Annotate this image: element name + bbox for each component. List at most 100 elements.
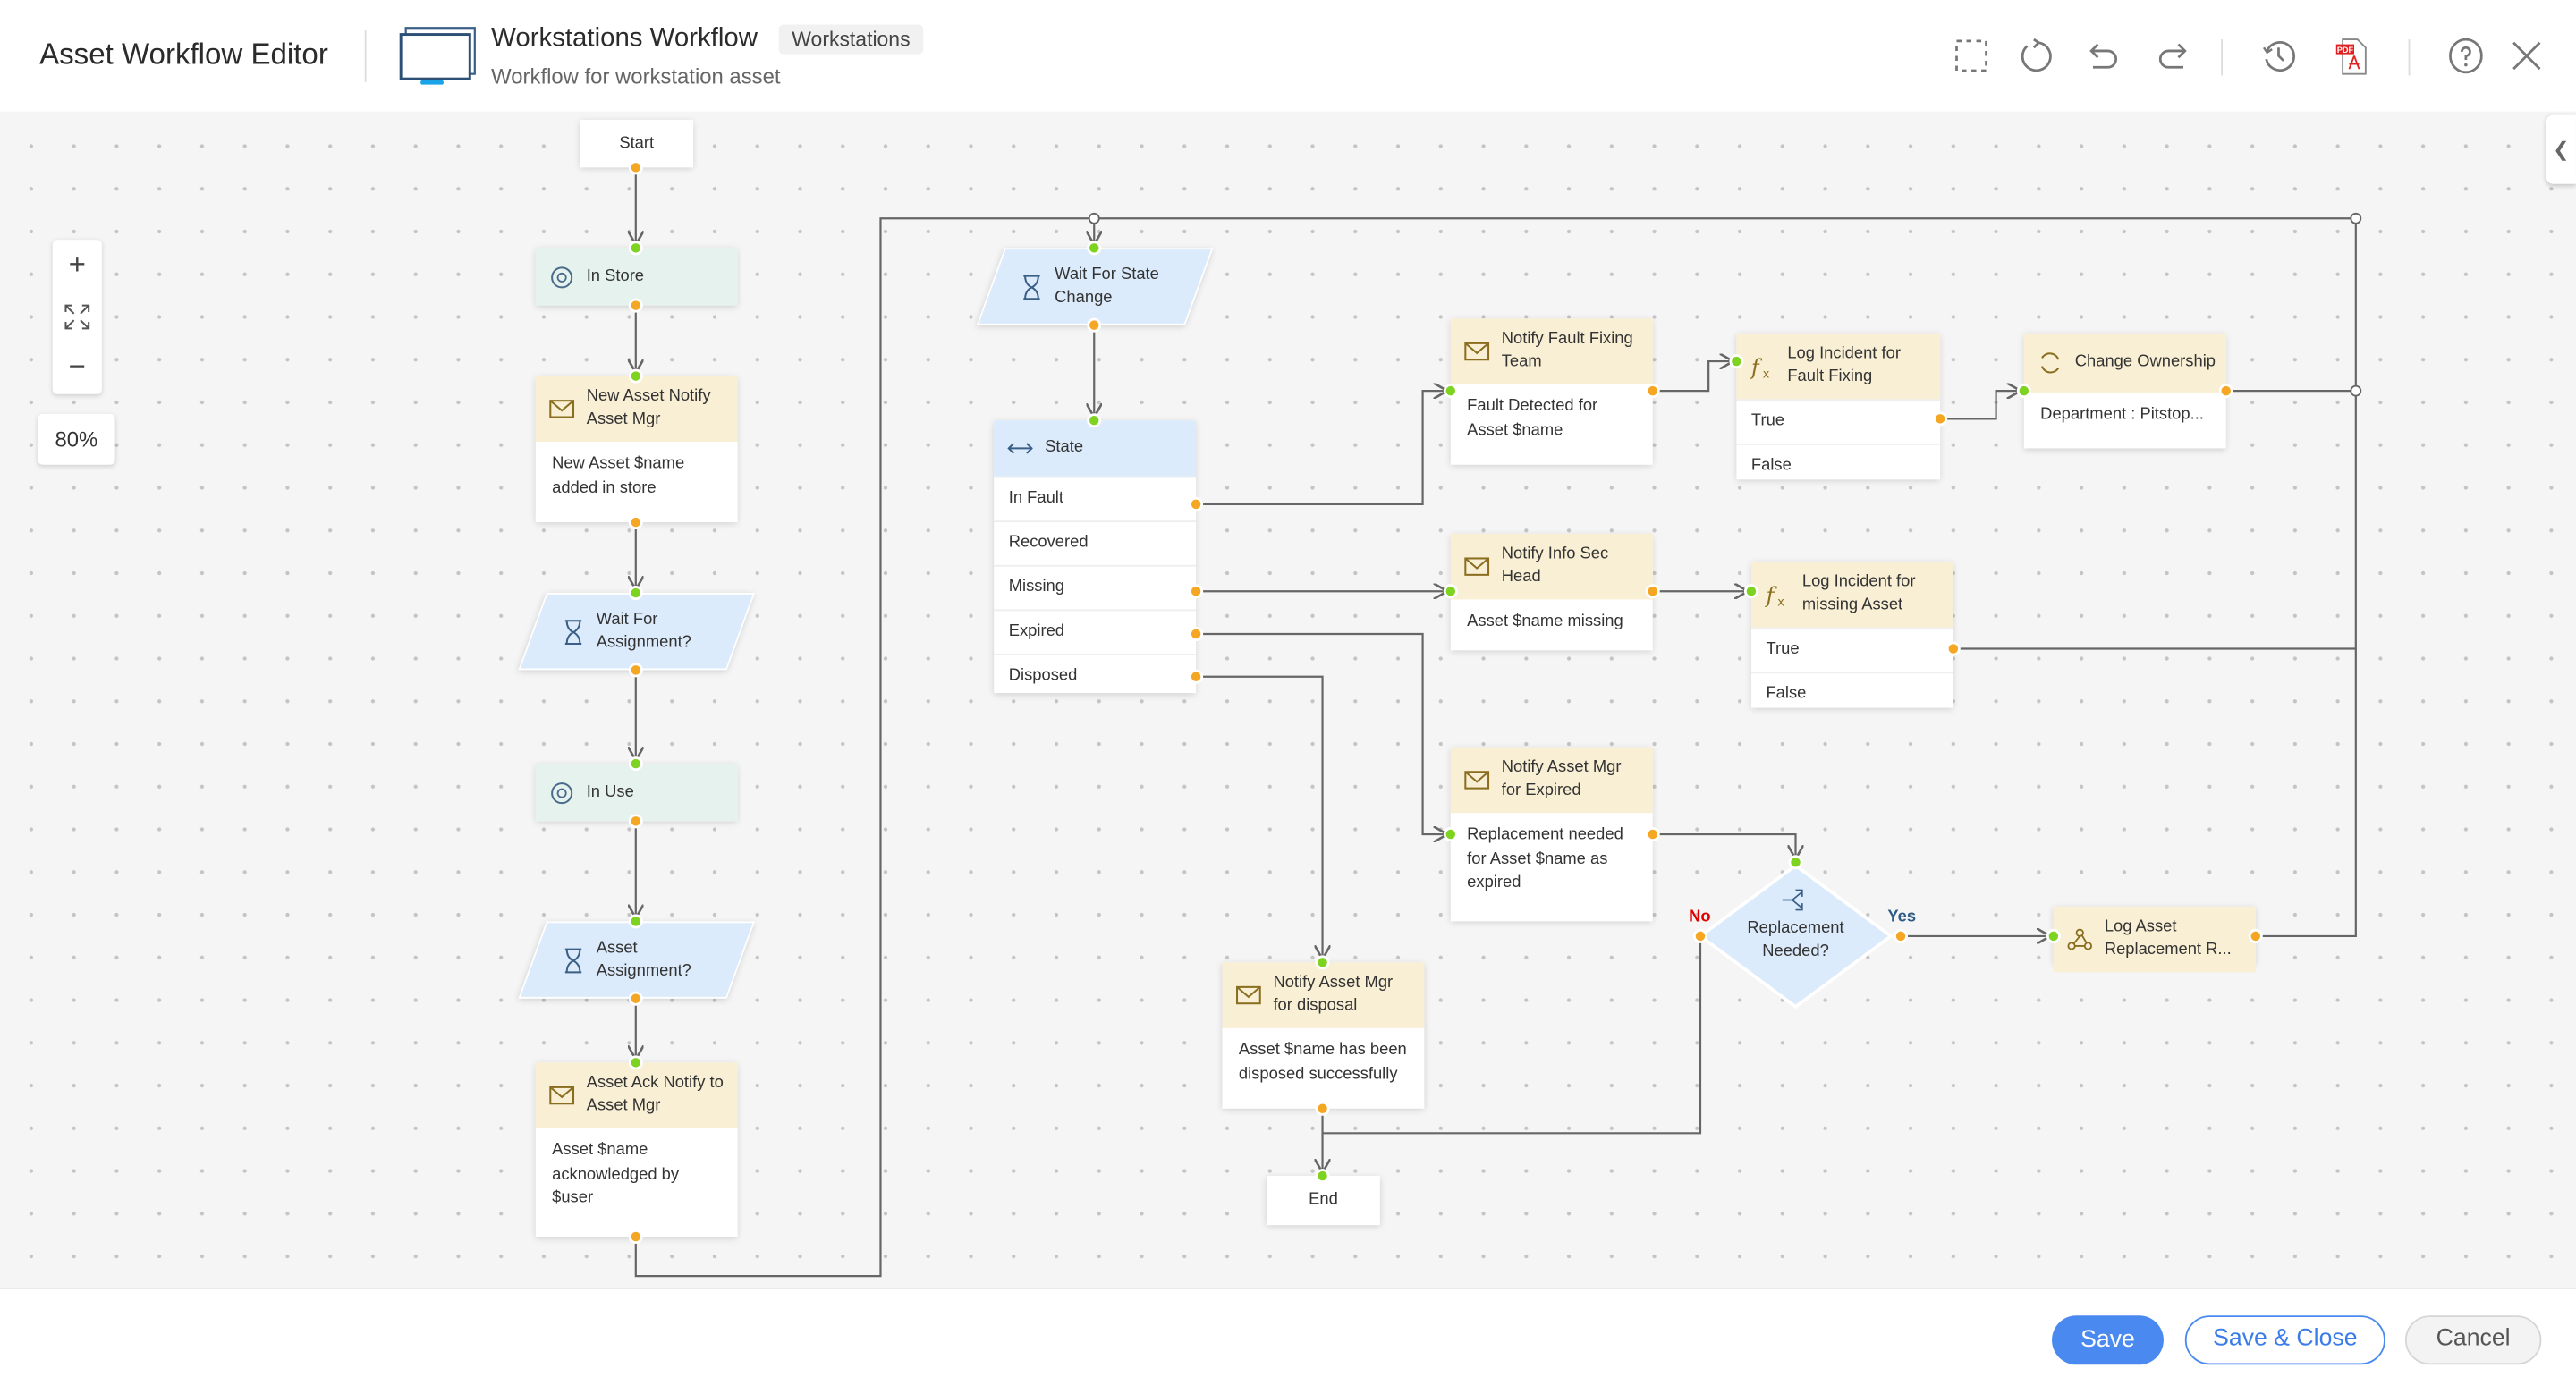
svg-text:f: f xyxy=(1750,355,1763,380)
wait-for-assignment-node[interactable]: Wait For Assignment? xyxy=(518,593,756,671)
zoom-out-button[interactable]: − xyxy=(68,350,86,383)
notify-infosec-node[interactable]: Notify Info Sec Head Asset $name missing xyxy=(1450,533,1653,651)
help-icon[interactable] xyxy=(2446,36,2486,75)
node-title: Notify Info Sec Head xyxy=(1501,545,1609,587)
switch-arrows-icon xyxy=(1007,443,1033,454)
workflow-category-badge: Workstations xyxy=(778,24,924,55)
in-use-state-node[interactable]: In Use xyxy=(535,764,738,822)
node-body: Fault Detected for Asset $name xyxy=(1467,397,1598,440)
state-option: Recovered xyxy=(994,520,1197,565)
log-asset-replacement-node[interactable]: Log Asset Replacement R... xyxy=(2053,906,2256,973)
close-icon[interactable] xyxy=(2507,36,2546,75)
state-switch-node[interactable]: State In Fault Recovered Missing Expired… xyxy=(994,420,1197,694)
node-title: Log Asset Replacement R... xyxy=(2104,917,2232,959)
node-title: In Store xyxy=(586,266,645,285)
expand-icon xyxy=(64,303,90,329)
svg-text:f: f xyxy=(1765,583,1778,608)
workflow-canvas[interactable] xyxy=(0,111,2576,1288)
state-option: Missing xyxy=(994,564,1197,610)
undo-icon[interactable] xyxy=(2083,36,2123,75)
decision-diamond xyxy=(1697,863,1894,1010)
svg-text:x: x xyxy=(1763,368,1770,379)
node-title: Asset Ack Notify to Asset Mgr xyxy=(586,1074,724,1116)
webhook-icon xyxy=(2067,928,2093,950)
node-title: Wait For State Change xyxy=(1055,265,1159,307)
hourglass-icon xyxy=(1023,274,1040,300)
chevron-left-icon: ❮ xyxy=(2553,138,2570,161)
node-title: Log Incident for Fault Fixing xyxy=(1787,344,1901,386)
condition-option: False xyxy=(1750,672,1953,716)
footer: Save Save & Close Cancel xyxy=(0,1287,2576,1394)
mail-icon xyxy=(1464,342,1490,361)
node-title: Notify Asset Mgr for Expired xyxy=(1501,758,1622,800)
wait-for-state-change-node[interactable]: Wait For State Change xyxy=(976,248,1214,325)
end-node[interactable]: End xyxy=(1267,1176,1380,1226)
node-title: Notify Asset Mgr for disposal xyxy=(1273,974,1394,1016)
divider xyxy=(2408,39,2411,76)
divider xyxy=(2221,39,2224,76)
condition-option: True xyxy=(1750,627,1953,672)
notify-expired-node[interactable]: Notify Asset Mgr for Expired Replacement… xyxy=(1450,747,1653,922)
mail-icon xyxy=(1464,557,1490,576)
no-branch-label: No xyxy=(1689,908,1711,926)
select-area-icon[interactable] xyxy=(1952,36,1991,75)
yes-branch-label: Yes xyxy=(1887,908,1917,926)
node-title: Log Incident for missing Asset xyxy=(1801,573,1916,614)
hourglass-icon xyxy=(564,619,582,645)
state-option: Disposed xyxy=(994,654,1197,698)
replacement-decision-node[interactable]: Replacement Needed? xyxy=(1697,862,1894,1010)
asset-assignment-node[interactable]: Asset Assignment? xyxy=(518,921,756,999)
node-body: Department : Pitstop... xyxy=(2040,405,2204,424)
zoom-level: 80% xyxy=(38,413,115,465)
node-title: Replacement Needed? xyxy=(1747,919,1844,961)
hourglass-icon xyxy=(564,947,582,973)
state-option: In Fault xyxy=(994,476,1197,521)
pdf-icon[interactable]: PDF xyxy=(2333,36,2372,75)
change-ownership-node[interactable]: Change Ownership Department : Pitstop... xyxy=(2023,333,2226,449)
app-title: Asset Workflow Editor xyxy=(39,38,328,71)
cancel-button[interactable]: Cancel xyxy=(2404,1315,2542,1365)
zoom-in-button[interactable]: + xyxy=(68,248,86,282)
mail-icon xyxy=(1464,771,1490,790)
asset-ack-notify-node[interactable]: Asset Ack Notify to Asset Mgr Asset $nam… xyxy=(535,1062,738,1238)
mail-icon xyxy=(549,400,575,418)
node-body: Asset $name acknowledged by $user xyxy=(552,1141,680,1207)
new-asset-notify-node[interactable]: New Asset Notify Asset Mgr New Asset $na… xyxy=(535,376,738,523)
save-and-close-button[interactable]: Save & Close xyxy=(2184,1315,2385,1365)
refresh-icon[interactable] xyxy=(2016,36,2055,75)
save-button[interactable]: Save xyxy=(2052,1315,2164,1365)
mail-icon xyxy=(549,1086,575,1105)
mail-icon xyxy=(1236,985,1261,1005)
node-title: New Asset Notify Asset Mgr xyxy=(586,387,711,429)
divider xyxy=(364,30,367,82)
zoom-controls: + − xyxy=(52,240,102,394)
workflow-title: Workstations Workflow xyxy=(491,24,758,53)
fit-screen-button[interactable] xyxy=(53,291,102,342)
state-option: Expired xyxy=(994,609,1197,654)
node-title: Notify Fault Fixing Team xyxy=(1501,330,1633,372)
node-title: Wait For Assignment? xyxy=(596,610,691,652)
header: Asset Workflow Editor Workstations Workf… xyxy=(0,0,2576,114)
node-title: Asset Assignment? xyxy=(596,938,691,980)
node-title: State xyxy=(1045,438,1084,457)
notify-fault-team-node[interactable]: Notify Fault Fixing Team Fault Detected … xyxy=(1450,318,1653,465)
workflow-subtitle: Workflow for workstation asset xyxy=(491,63,781,89)
node-title: In Use xyxy=(586,782,634,801)
redo-icon[interactable] xyxy=(2154,36,2193,75)
collapse-panel-button[interactable]: ❮ xyxy=(2546,114,2576,184)
node-body: Asset $name has been disposed successful… xyxy=(1238,1041,1407,1084)
node-title: Change Ownership xyxy=(2074,352,2216,372)
node-body: Asset $name missing xyxy=(1467,613,1623,631)
notify-disposal-node[interactable]: Notify Asset Mgr for disposal Asset $nam… xyxy=(1222,962,1425,1109)
state-icon xyxy=(551,266,573,288)
history-icon[interactable] xyxy=(2258,36,2298,75)
start-node[interactable]: Start xyxy=(580,120,694,168)
workstation-icon xyxy=(399,27,476,85)
in-store-state-node[interactable]: In Store xyxy=(535,248,738,306)
condition-option: True xyxy=(1736,399,1941,444)
state-icon xyxy=(551,781,573,804)
cycle-icon xyxy=(2041,352,2060,374)
